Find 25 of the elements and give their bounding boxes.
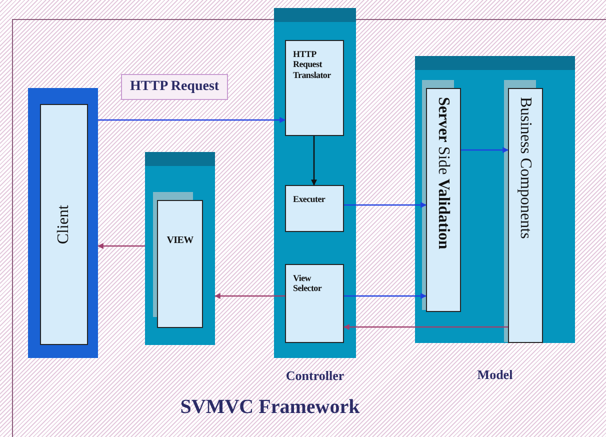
process-box	[285, 185, 344, 232]
client-box	[28, 88, 98, 358]
arrow	[343, 324, 508, 330]
process-box	[426, 88, 461, 312]
view-label: VIEW	[157, 200, 203, 328]
arrow	[214, 293, 285, 299]
group-label: Controller	[284, 368, 346, 384]
group-label: Model	[476, 367, 514, 383]
client-label: Client	[40, 104, 88, 345]
box-label: Business Components	[516, 97, 534, 239]
box-label: View Selector	[293, 273, 323, 294]
box-label: Executer	[293, 194, 326, 204]
arrow	[311, 136, 317, 186]
process-box	[285, 40, 344, 136]
box-label: HTTP Request Translator	[293, 49, 332, 80]
process-box	[508, 88, 543, 343]
edge-label: HTTP Request	[121, 74, 228, 100]
arrow	[97, 243, 145, 249]
arrow	[461, 147, 509, 153]
process-box	[285, 264, 344, 343]
arrow	[344, 202, 427, 208]
view-panel	[145, 152, 215, 345]
diagram-title: SVMVC Framework	[179, 396, 361, 419]
box-label: Server Side Validation	[434, 97, 452, 250]
arrow	[98, 117, 286, 123]
